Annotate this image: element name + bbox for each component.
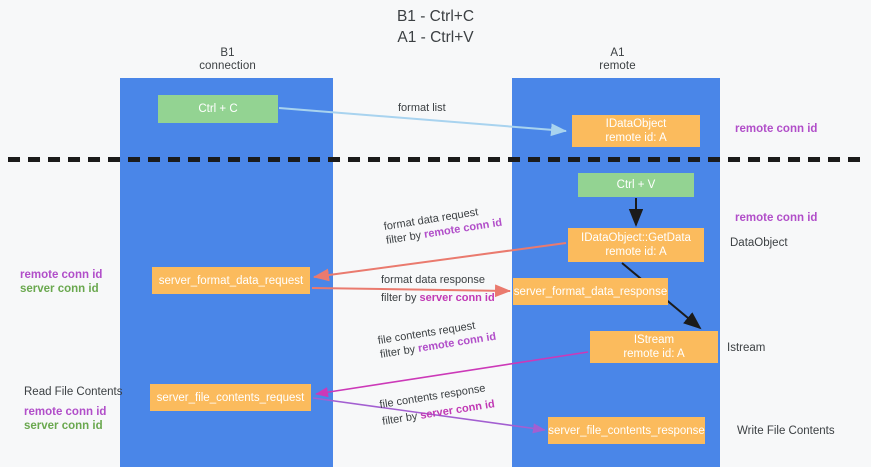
side-note-write-file-contents: Write File Contents: [737, 425, 835, 437]
node-ctrl-c-label: Ctrl + C: [198, 103, 238, 115]
node-server-format-data-response[interactable]: server_format_data_response: [513, 278, 668, 305]
edge-label-format-list: format list: [398, 101, 446, 115]
node-server-file-contents-response-label: server_file_contents_response: [548, 424, 705, 437]
swimlane-a1-name: A1: [610, 47, 625, 59]
node-getdata-sublabel: remote id: A: [605, 246, 667, 258]
edge-label-format-data-response-text: format data response: [381, 274, 485, 286]
edge-label-fcresp-filter-prefix: filter by: [381, 409, 422, 428]
node-getdata-label: IDataObject::GetData: [581, 232, 691, 244]
node-idataobject[interactable]: IDataObject remote id: A: [572, 115, 700, 147]
node-ctrl-c[interactable]: Ctrl + C: [158, 95, 278, 123]
edge-label-format-list-text: format list: [398, 102, 446, 114]
swimlane-a1-sub: remote: [599, 60, 636, 72]
left-note-2-heading: Read File Contents: [24, 386, 123, 398]
edge-label-file-contents-response: file contents response filter by server …: [379, 380, 496, 428]
left-note-1-remote: remote conn id: [20, 269, 103, 281]
side-note-dataobject: DataObject: [730, 237, 788, 249]
edge-label-format-data-response: format data response filter by server co…: [381, 273, 495, 305]
node-server-file-contents-response[interactable]: server_file_contents_response: [548, 417, 705, 444]
node-server-file-contents-request-label: server_file_contents_request: [156, 391, 305, 404]
left-note-2-server: server conn id: [24, 420, 103, 432]
swimlane-header-b1: B1 connection: [150, 47, 305, 73]
node-ctrl-v[interactable]: Ctrl + V: [578, 173, 694, 197]
node-server-file-contents-request[interactable]: server_file_contents_request: [150, 384, 311, 411]
swimlane-b1-sub: connection: [199, 60, 256, 72]
title-line-2: A1 - Ctrl+V: [397, 29, 474, 46]
node-ctrl-v-label: Ctrl + V: [616, 179, 656, 191]
left-note-group-2: Read File Contents remote conn id server…: [24, 385, 122, 433]
node-idataobject-getdata[interactable]: IDataObject::GetData remote id: A: [568, 228, 704, 262]
left-note-group-1: remote conn id server conn id: [20, 268, 102, 296]
side-note-istream: Istream: [727, 342, 766, 354]
edge-label-file-contents-request: file contents request filter by remote c…: [377, 316, 497, 362]
node-server-format-data-request[interactable]: server_format_data_request: [152, 267, 310, 294]
node-idataobject-label: IDataObject: [605, 118, 667, 130]
page-title: B1 - Ctrl+C A1 - Ctrl+V: [0, 6, 871, 48]
phase-divider: [8, 157, 866, 162]
swimlane-header-a1: A1 remote: [540, 47, 695, 73]
node-idataobject-sublabel: remote id: A: [605, 132, 667, 144]
node-istream-label: IStream: [633, 334, 675, 346]
edge-label-format-data-request: format data request filter by remote con…: [383, 202, 503, 248]
left-note-2-remote: remote conn id: [24, 406, 107, 418]
side-note-remote-conn-id-top: remote conn id: [735, 123, 818, 135]
node-istream-sublabel: remote id: A: [623, 348, 685, 360]
swimlane-b1-name: B1: [220, 47, 235, 59]
node-server-format-data-response-label: server_format_data_response: [513, 285, 668, 298]
left-note-1-server: server conn id: [20, 283, 99, 295]
title-line-1: B1 - Ctrl+C: [396, 8, 475, 25]
node-server-format-data-request-label: server_format_data_request: [158, 274, 304, 287]
edge-label-fdresp-filter-prefix: filter by: [381, 292, 420, 304]
node-istream[interactable]: IStream remote id: A: [590, 331, 718, 363]
edge-label-fdresp-filter-key: server conn id: [419, 292, 495, 304]
side-note-remote-conn-id-mid: remote conn id: [735, 212, 818, 224]
